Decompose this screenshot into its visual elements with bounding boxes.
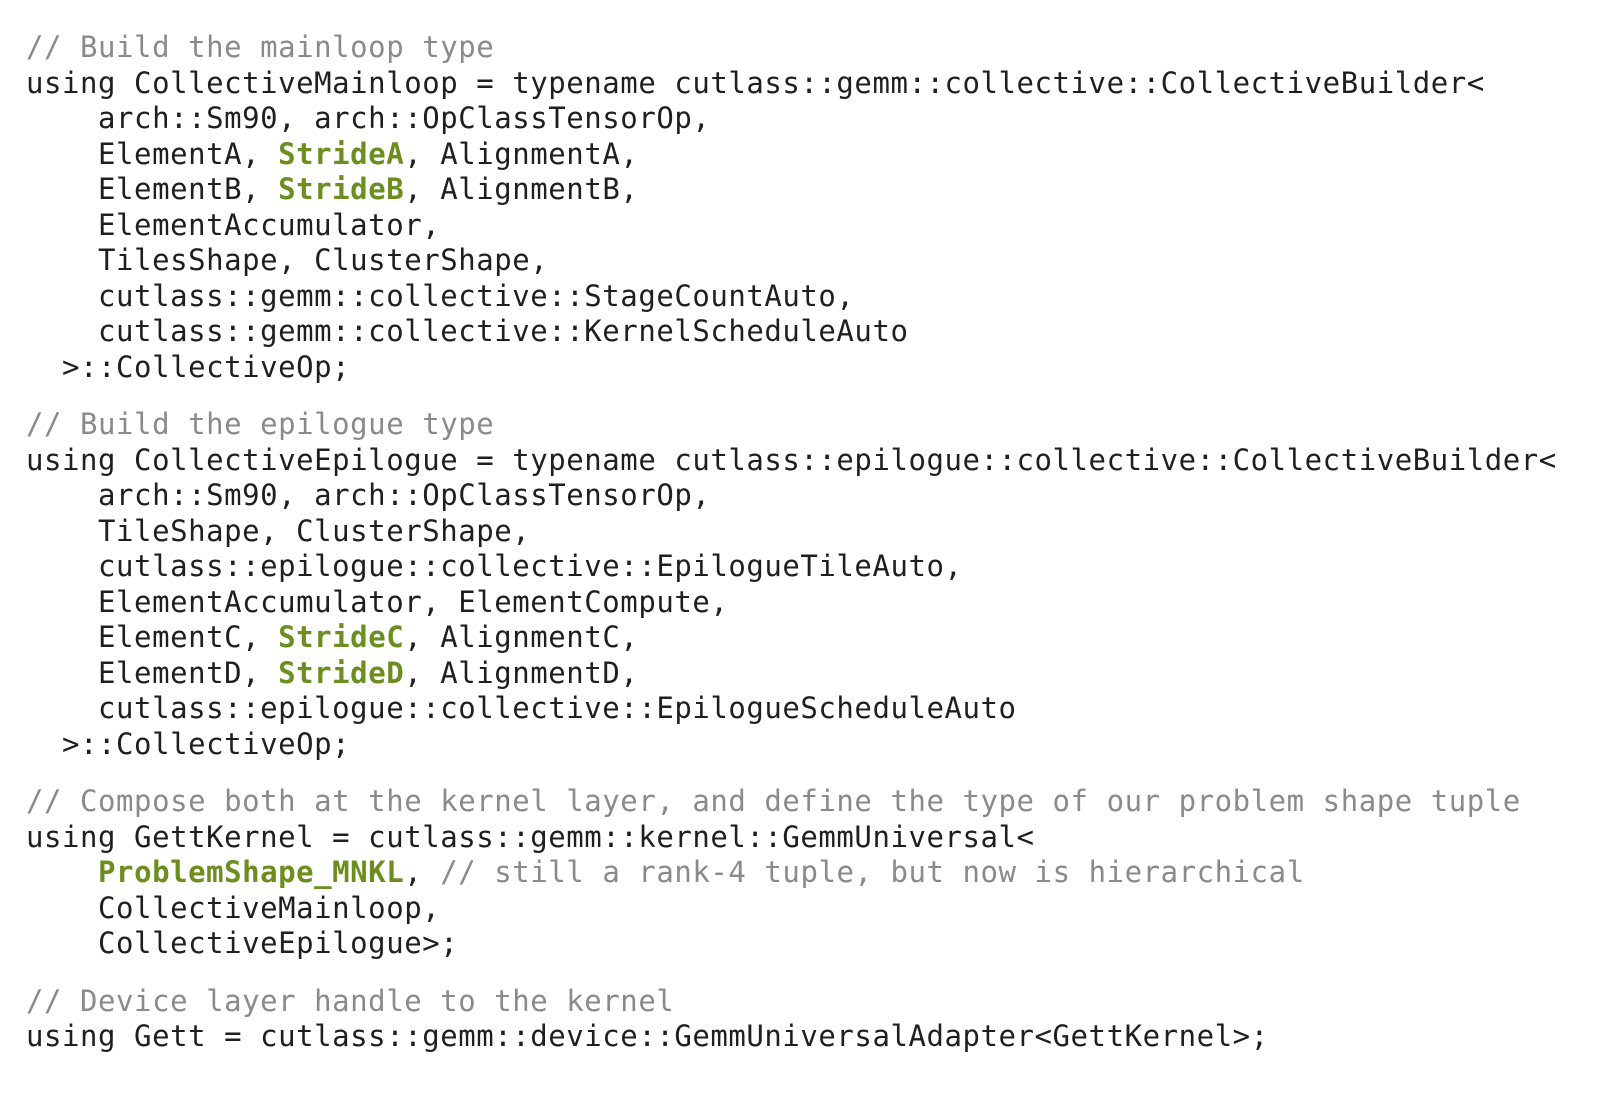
epilogue-block: // Build the epilogue type using Collect…: [26, 407, 1596, 762]
device-comment: // Device layer handle to the kernel: [26, 983, 675, 1018]
kernel-lines: using GettKernel = cutlass::gemm::kernel…: [26, 820, 1596, 962]
code-text: using CollectiveMainloop = typename cutl…: [26, 65, 1485, 100]
code-line: cutlass::gemm::collective::KernelSchedul…: [26, 314, 1596, 350]
code-line: ElementB, StrideB, AlignmentB,: [26, 172, 1596, 208]
code-line: using Gett = cutlass::gemm::device::Gemm…: [26, 1019, 1596, 1055]
code-line: TileShape, ClusterShape,: [26, 514, 1596, 550]
code-text: ElementAccumulator, ElementCompute,: [26, 584, 729, 619]
code-text: TilesShape, ClusterShape,: [26, 243, 549, 277]
code-line: CollectiveMainloop,: [26, 891, 1596, 927]
code-listing: // Build the mainloop type using Collect…: [26, 30, 1596, 1055]
code-text: cutlass::epilogue::collective::EpilogueT…: [26, 549, 963, 583]
code-line: cutlass::epilogue::collective::EpilogueS…: [26, 691, 1596, 727]
code-text: CollectiveMainloop,: [26, 890, 441, 925]
code-line: ElementAccumulator, ElementCompute,: [26, 585, 1596, 621]
mainloop-comment: // Build the mainloop type: [26, 30, 495, 64]
kernel-comment: // Compose both at the kernel layer, and…: [26, 784, 1521, 818]
epilogue-comment: // Build the epilogue type: [26, 407, 495, 441]
code-text: ,: [404, 855, 441, 889]
code-line: >::CollectiveOp;: [26, 350, 1596, 386]
code-text: TileShape, ClusterShape,: [26, 513, 531, 548]
code-text: ElementD,: [26, 655, 279, 690]
block-gap: [26, 962, 1596, 984]
code-text: using CollectiveEpilogue = typename cutl…: [26, 442, 1557, 477]
highlighted-identifier: StrideC: [278, 620, 405, 654]
code-line: ElementC, StrideC, AlignmentC,: [26, 620, 1596, 656]
code-text: arch::Sm90, arch::OpClassTensorOp,: [26, 478, 711, 512]
code-line: cutlass::epilogue::collective::EpilogueT…: [26, 549, 1596, 585]
code-text: cutlass::epilogue::collective::EpilogueS…: [26, 691, 1017, 725]
highlighted-identifier: StrideB: [278, 172, 405, 206]
code-text: CollectiveEpilogue>;: [26, 926, 459, 960]
code-text: ElementAccumulator,: [26, 207, 441, 242]
highlighted-identifier: StrideA: [278, 136, 405, 171]
inline-comment: // still a rank-4 tuple, but now is hier…: [440, 855, 1305, 889]
code-text: using GettKernel = cutlass::gemm::kernel…: [26, 819, 1035, 854]
code-text: cutlass::gemm::collective::StageCountAut…: [26, 278, 855, 313]
highlighted-identifier: StrideD: [278, 655, 405, 690]
code-line: ElementA, StrideA, AlignmentA,: [26, 137, 1596, 173]
code-line: cutlass::gemm::collective::StageCountAut…: [26, 279, 1596, 315]
code-text: ElementC,: [26, 620, 279, 654]
code-line: arch::Sm90, arch::OpClassTensorOp,: [26, 101, 1596, 137]
code-text: using Gett = cutlass::gemm::device::Gemm…: [26, 1019, 1269, 1053]
device-lines: using Gett = cutlass::gemm::device::Gemm…: [26, 1019, 1596, 1055]
code-text: , AlignmentC,: [404, 620, 639, 654]
code-text: , AlignmentA,: [404, 136, 639, 171]
epilogue-lines: using CollectiveEpilogue = typename cutl…: [26, 443, 1596, 763]
code-line: using CollectiveEpilogue = typename cutl…: [26, 443, 1596, 479]
code-line: using GettKernel = cutlass::gemm::kernel…: [26, 820, 1596, 856]
code-text: cutlass::gemm::collective::KernelSchedul…: [26, 314, 909, 348]
code-text: , AlignmentB,: [404, 172, 639, 206]
code-text: ElementA,: [26, 136, 279, 171]
code-line: using CollectiveMainloop = typename cutl…: [26, 66, 1596, 102]
device-block: // Device layer handle to the kernel usi…: [26, 984, 1596, 1055]
block-gap: [26, 762, 1596, 784]
highlighted-identifier: ProblemShape_MNKL: [98, 855, 405, 889]
kernel-block: // Compose both at the kernel layer, and…: [26, 784, 1596, 962]
mainloop-lines: using CollectiveMainloop = typename cutl…: [26, 66, 1596, 386]
code-text: [26, 855, 98, 889]
code-text: >::CollectiveOp;: [26, 349, 351, 384]
code-line: TilesShape, ClusterShape,: [26, 243, 1596, 279]
code-text: >::CollectiveOp;: [26, 726, 351, 761]
block-gap: [26, 385, 1596, 407]
code-line: >::CollectiveOp;: [26, 727, 1596, 763]
code-line: CollectiveEpilogue>;: [26, 926, 1596, 962]
code-line: arch::Sm90, arch::OpClassTensorOp,: [26, 478, 1596, 514]
mainloop-block: // Build the mainloop type using Collect…: [26, 30, 1596, 385]
code-text: arch::Sm90, arch::OpClassTensorOp,: [26, 101, 711, 135]
code-text: ElementB,: [26, 172, 279, 206]
code-line: ElementD, StrideD, AlignmentD,: [26, 656, 1596, 692]
code-line: ProblemShape_MNKL, // still a rank-4 tup…: [26, 855, 1596, 891]
code-line: ElementAccumulator,: [26, 208, 1596, 244]
code-text: , AlignmentD,: [404, 655, 639, 690]
